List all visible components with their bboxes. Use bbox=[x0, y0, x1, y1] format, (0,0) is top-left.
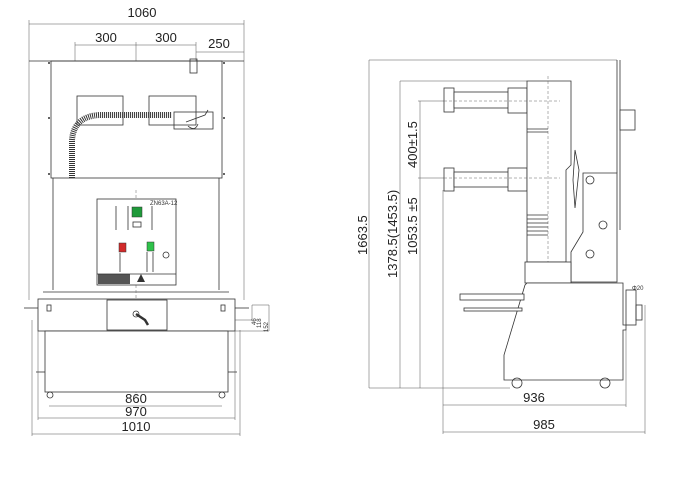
lock-left bbox=[46, 304, 52, 312]
dim-1010: 1010 bbox=[122, 419, 151, 434]
connector-plug bbox=[635, 304, 643, 321]
dim-1663-5: 1663.5 bbox=[355, 215, 370, 255]
flexible-cable bbox=[69, 112, 172, 178]
dim-46: 46 bbox=[252, 318, 258, 325]
racking-plate bbox=[106, 299, 168, 331]
open-button bbox=[118, 242, 127, 253]
warning-icon bbox=[137, 274, 145, 282]
dim-118: 118 bbox=[257, 318, 263, 328]
side-view: 1663.5 1378.5(1453.5) 400±1.5 1053.5 ±5 … bbox=[355, 59, 646, 434]
rail-lower bbox=[463, 307, 523, 312]
dim-300-a: 300 bbox=[95, 30, 117, 45]
truck-body bbox=[44, 330, 229, 393]
dim-phi20: Φ20 bbox=[632, 286, 644, 292]
column-ribs bbox=[527, 128, 548, 236]
racking-handle bbox=[135, 312, 150, 326]
rail-upper bbox=[459, 293, 525, 301]
small-dim-lines bbox=[235, 304, 270, 332]
dim-1053-5: 1053.5 ±5 bbox=[405, 197, 420, 255]
dim-300-b: 300 bbox=[155, 30, 177, 45]
dim-1060: 1060 bbox=[128, 5, 157, 20]
mechanism-frame bbox=[570, 172, 618, 283]
dim-400: 400±1.5 bbox=[405, 121, 420, 168]
truck-chassis bbox=[503, 282, 627, 381]
racking-shaft bbox=[132, 310, 140, 318]
frame-holes bbox=[585, 175, 608, 259]
cable-clamp bbox=[173, 111, 214, 130]
clamp-handle bbox=[185, 109, 209, 129]
status-indicator bbox=[146, 241, 155, 252]
counter-window bbox=[132, 221, 142, 228]
dim-250: 250 bbox=[208, 36, 230, 51]
dim-970: 970 bbox=[125, 404, 147, 419]
dim-1378-5: 1378.5(1453.5) bbox=[385, 190, 400, 278]
wheel-left bbox=[46, 391, 54, 399]
side-handle bbox=[619, 109, 636, 131]
wheel-right bbox=[218, 391, 226, 399]
wheel-front bbox=[511, 377, 523, 389]
bracket bbox=[189, 58, 198, 74]
busbar-box-right bbox=[148, 95, 197, 126]
front-view: 1060 300 300 250 ZN63A-12 46 118 152 bbox=[24, 5, 270, 436]
busbar-box-left bbox=[76, 95, 124, 126]
upper-contact-arm bbox=[443, 87, 528, 114]
wheel-rear bbox=[599, 377, 611, 389]
nameplate bbox=[98, 274, 130, 284]
panel-guides bbox=[115, 206, 154, 272]
dim-936: 936 bbox=[523, 390, 545, 405]
insulator-fin bbox=[572, 149, 580, 209]
base-box bbox=[524, 261, 572, 284]
dim-860: 860 bbox=[125, 391, 147, 406]
side-connector bbox=[625, 289, 637, 326]
close-button bbox=[131, 206, 143, 218]
charging-port bbox=[162, 251, 170, 259]
lock-right bbox=[220, 304, 226, 312]
breaker-control-panel: ZN63A-12 bbox=[96, 198, 178, 286]
upper-compartment bbox=[50, 60, 223, 179]
mounting-holes bbox=[48, 62, 225, 175]
dim-985: 985 bbox=[533, 417, 555, 432]
dim-152: 152 bbox=[264, 321, 270, 332]
panel-model: ZN63A-12 bbox=[150, 201, 178, 207]
lower-contact-arm bbox=[443, 167, 528, 192]
